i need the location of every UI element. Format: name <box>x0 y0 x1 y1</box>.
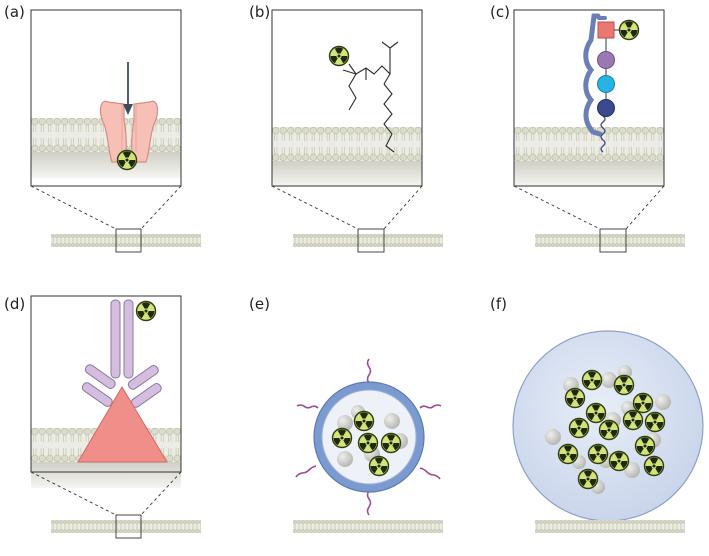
peg-chains <box>295 358 442 516</box>
panel-label-d: (d) <box>4 295 25 313</box>
radioactive-icon <box>598 419 620 441</box>
bead-purple <box>597 51 615 69</box>
radioactive-icon <box>585 402 607 424</box>
membrane-strip-b <box>293 234 443 247</box>
gpi-tail <box>600 115 606 153</box>
radioactive-icon <box>632 392 654 414</box>
zoom-region-d <box>115 514 142 539</box>
radioactive-icon <box>116 149 138 171</box>
bead-navy <box>597 99 615 117</box>
membrane-strip-f <box>535 520 685 533</box>
zoom-box-d <box>30 295 182 488</box>
panel-a: (a) <box>4 3 201 253</box>
radioactive-icon <box>353 410 375 432</box>
membrane-strip-c <box>535 234 685 247</box>
radioactive-icon <box>331 427 353 449</box>
panel-label-a: (a) <box>4 3 25 21</box>
antigen-triangle <box>77 386 168 463</box>
radioactive-icon <box>644 411 666 433</box>
radioactive-icon <box>622 409 644 431</box>
radioactive-icon <box>135 300 157 322</box>
radioactive-icon <box>634 435 656 457</box>
radioactive-icon <box>643 455 665 477</box>
membrane-strip-d <box>51 520 201 533</box>
radioactive-icon <box>577 468 599 490</box>
radioactive-icon <box>357 432 379 454</box>
radioactive-icon <box>328 45 350 67</box>
zoom-lines-b <box>271 185 423 230</box>
tag-box <box>597 21 615 39</box>
zoom-lines-d <box>30 471 182 516</box>
zoom-region-c <box>599 228 627 253</box>
scaffold-protein <box>583 13 607 137</box>
zoom-box-b <box>271 9 423 187</box>
radioactive-icon <box>568 417 590 439</box>
zoom-box-c <box>513 9 665 187</box>
panel-e: (e) <box>249 295 443 533</box>
panel-label-c: (c) <box>490 3 510 21</box>
zoom-region-b <box>357 228 385 253</box>
membrane-strip-a <box>51 234 201 247</box>
panel-f: (f) <box>490 295 704 533</box>
radioactive-icon <box>564 387 586 409</box>
antibody <box>81 299 162 408</box>
ion-channel <box>99 100 159 163</box>
zoom-lines-a <box>30 185 182 230</box>
radioactive-icon <box>380 432 402 454</box>
radioactive-icon <box>557 443 579 465</box>
membrane-strip-e <box>293 520 443 533</box>
radioactive-icon <box>587 443 609 465</box>
zoom-box-a <box>30 9 182 187</box>
panel-b: (b) <box>249 3 443 253</box>
arrow-icon <box>123 62 133 115</box>
panel-label-b: (b) <box>249 3 270 21</box>
lipid-anchor-chain <box>342 41 399 153</box>
panel-label-e: (e) <box>249 295 270 313</box>
lipid-bilayer-b <box>272 127 422 187</box>
lipid-bilayer-c <box>514 127 664 187</box>
radioactive-icon <box>613 374 635 396</box>
radioactive-icon <box>608 450 630 472</box>
radioactive-icon <box>618 19 640 41</box>
panel-d: (d) <box>4 295 201 539</box>
radioactive-icon <box>368 455 390 477</box>
panel-label-f: (f) <box>490 295 507 313</box>
zoom-lines-c <box>513 185 665 230</box>
panel-c: (c) <box>490 3 685 253</box>
bead-cyan <box>597 75 615 93</box>
radioactive-icon <box>581 369 603 391</box>
zoom-region-a <box>115 228 142 253</box>
